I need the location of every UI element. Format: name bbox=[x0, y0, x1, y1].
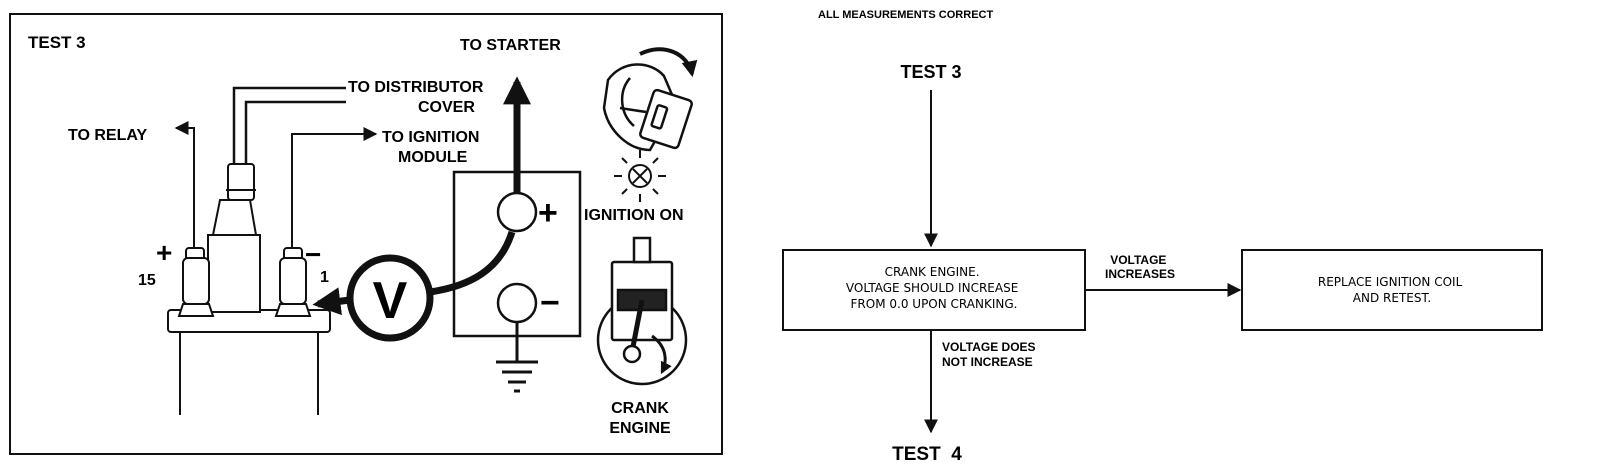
to-starter-label: TO STARTER bbox=[460, 37, 561, 54]
crank-engine-label-line1: CRANK bbox=[611, 400, 669, 417]
yes-label-line-2: INCREASES bbox=[1105, 267, 1175, 281]
test3-panel-frame bbox=[9, 13, 723, 455]
flowchart-start-node: TEST 3 bbox=[900, 62, 961, 82]
ignition-on-label: IGNITION ON bbox=[584, 207, 684, 224]
yes-label-line-1: VOLTAGE bbox=[1110, 253, 1166, 267]
terminal-plus-sign: + bbox=[156, 237, 172, 268]
terminal-15-label: 15 bbox=[138, 272, 156, 289]
flowchart-header: ALL MEASUREMENTS CORRECT bbox=[818, 9, 993, 21]
to-relay-wire bbox=[174, 121, 195, 248]
battery-plus-sign: + bbox=[538, 194, 558, 232]
to-ignition-module-label-line1: TO IGNITION bbox=[382, 129, 479, 146]
to-distributor-label-line1: TO DISTRIBUTOR bbox=[348, 79, 484, 96]
box1-line-3: FROM 0.0 UPON CRANKING. bbox=[851, 297, 1018, 311]
yes-branch-label: VOLTAGE INCREASES bbox=[1105, 253, 1175, 281]
voltmeter-lead-to-terminal bbox=[312, 287, 351, 316]
voltmeter-symbol: V bbox=[373, 272, 408, 330]
to-ignition-module-label-line2: MODULE bbox=[398, 149, 468, 166]
ignition-lamp-icon bbox=[614, 150, 666, 202]
no-label-line-2: NOT INCREASE bbox=[942, 355, 1033, 369]
terminal-15-post bbox=[177, 247, 215, 317]
engine-cylinder-icon bbox=[596, 236, 688, 386]
flowchart-box-replace-coil bbox=[1241, 249, 1543, 331]
panel-title: TEST 3 bbox=[28, 33, 86, 52]
battery-negative-terminal bbox=[496, 282, 538, 324]
terminal-minus-sign: − bbox=[305, 239, 321, 270]
box1-text: CRANK ENGINE. VOLTAGE SHOULD INCREASE FR… bbox=[846, 265, 1022, 311]
terminal-1-post bbox=[274, 247, 312, 317]
distributor-cable bbox=[232, 86, 346, 164]
to-relay-label: TO RELAY bbox=[68, 127, 147, 144]
ignition-key-icon bbox=[602, 47, 698, 152]
flowchart-end-node: TEST 4 bbox=[892, 444, 962, 465]
terminal-1-label: 1 bbox=[320, 269, 329, 286]
box2-line-2: AND RETEST. bbox=[1353, 291, 1431, 305]
crank-engine-label-line2: ENGINE bbox=[609, 420, 671, 437]
to-distributor-label-line2: COVER bbox=[418, 99, 475, 116]
box2-line-1: REPLACE IGNITION COIL bbox=[1318, 275, 1463, 289]
voltmeter-lead-to-battery bbox=[429, 230, 516, 296]
box1-line-2: VOLTAGE SHOULD INCREASE bbox=[846, 281, 1018, 295]
box1-line-1: CRANK ENGINE. bbox=[885, 265, 980, 279]
ground-icon bbox=[496, 322, 538, 393]
battery-minus-sign: − bbox=[540, 284, 560, 322]
to-ignition-module-wire bbox=[291, 127, 378, 248]
battery-positive-terminal bbox=[496, 191, 538, 233]
box2-text: REPLACE IGNITION COIL AND RETEST. bbox=[1318, 275, 1466, 305]
no-branch-label: VOLTAGE DOES NOT INCREASE bbox=[942, 340, 1039, 369]
no-label-line-1: VOLTAGE DOES bbox=[942, 340, 1036, 354]
voltmeter-icon bbox=[346, 254, 434, 342]
